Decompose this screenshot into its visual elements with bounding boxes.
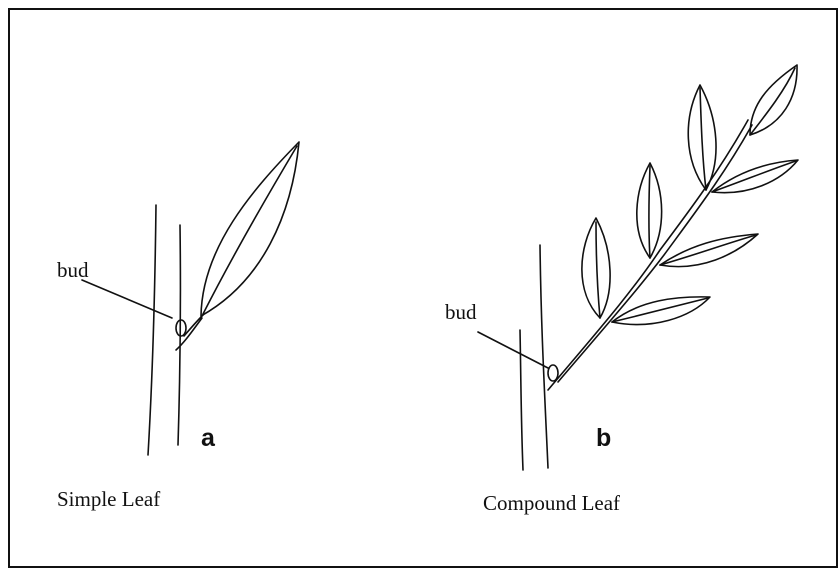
stem-b-left-edge (520, 330, 523, 470)
bud-label-b: bud (445, 300, 477, 325)
simple-leaf-figure (82, 142, 299, 455)
stem-b-right-edge (540, 245, 548, 468)
caption-simple-leaf: Simple Leaf (57, 487, 160, 512)
compound-leaf-figure (478, 65, 798, 470)
leaflet-terminal (750, 65, 797, 135)
stem-a-left-edge (148, 205, 156, 455)
panel-letter-a: a (201, 424, 215, 453)
bud-pointer-line-a (82, 280, 172, 318)
simple-leaf-midrib (203, 146, 297, 314)
panel-letter-b: b (596, 424, 611, 453)
bud-pointer-line-b (478, 332, 548, 368)
caption-compound-leaf: Compound Leaf (483, 491, 620, 516)
bud-b (548, 365, 558, 381)
bud-label-a: bud (57, 258, 89, 283)
